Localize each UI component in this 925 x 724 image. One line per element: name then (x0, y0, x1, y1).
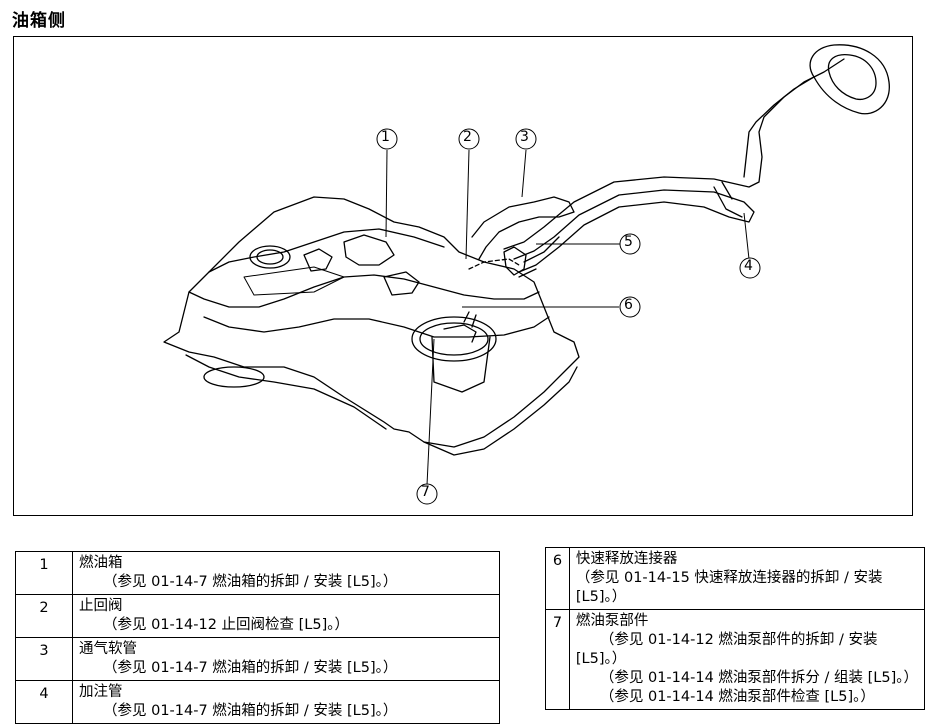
part-reference-link[interactable]: （参见 01-14-7 燃油箱的拆卸 / 安装 [L5]。） (103, 703, 398, 719)
part-reference-link[interactable]: （参见 01-14-14 燃油泵部件拆分 / 组装 [L5]。） (599, 670, 918, 686)
part-number: 1 (15, 551, 73, 595)
parts-table-right: 6 快速释放连接器 （参见 01-14-15 快速释放连接器的拆卸 / 安装 [… (545, 547, 925, 710)
part-name: 止回阀 (79, 598, 123, 614)
part-reference-link-cont[interactable]: [L5]。） (575, 589, 627, 605)
part-number: 7 (545, 609, 570, 710)
part-number: 6 (545, 547, 570, 610)
quick-release-connector (503, 246, 527, 276)
filler-pipe (503, 58, 845, 250)
parts-table-left: 1 燃油箱 （参见 01-14-7 燃油箱的拆卸 / 安装 [L5]。） 2 止… (15, 551, 500, 724)
part-description: 通气软管 （参见 01-14-7 燃油箱的拆卸 / 安装 [L5]。） (72, 637, 500, 681)
part-description: 燃油箱 （参见 01-14-7 燃油箱的拆卸 / 安装 [L5]。） (72, 551, 500, 595)
part-name: 通气软管 (79, 641, 137, 657)
part-number: 4 (15, 680, 73, 724)
part-reference-link[interactable]: （参见 01-14-15 快速释放连接器的拆卸 / 安装 (575, 570, 883, 586)
page-title: 油箱侧 (12, 11, 66, 31)
part-number: 3 (15, 637, 73, 681)
part-reference-link[interactable]: （参见 01-14-14 燃油泵部件检查 [L5]。） (599, 689, 875, 705)
part-name: 燃油泵部件 (575, 613, 649, 629)
fuel-tank-shape (163, 196, 580, 448)
part-reference-link[interactable]: （参见 01-14-12 燃油泵部件的拆卸 / 安装 (599, 632, 878, 648)
part-number: 2 (15, 594, 73, 638)
part-name: 快速释放连接器 (575, 551, 678, 567)
part-reference-link[interactable]: （参见 01-14-7 燃油箱的拆卸 / 安装 [L5]。） (103, 574, 398, 590)
table-row: 1 燃油箱 （参见 01-14-7 燃油箱的拆卸 / 安装 [L5]。） (15, 551, 500, 595)
part-reference-link-cont[interactable]: [L5]。） (575, 651, 627, 667)
part-description: 燃油泵部件 （参见 01-14-12 燃油泵部件的拆卸 / 安装 [L5]。） … (568, 609, 925, 710)
part-reference-link[interactable]: （参见 01-14-12 止回阀检查 [L5]。） (103, 617, 350, 633)
table-row: 2 止回阀 （参见 01-14-12 止回阀检查 [L5]。） (15, 594, 500, 638)
table-row: 3 通气软管 （参见 01-14-7 燃油箱的拆卸 / 安装 [L5]。） (15, 637, 500, 681)
part-name: 加注管 (79, 684, 123, 700)
fuel-pump-unit (411, 311, 497, 393)
part-reference-link[interactable]: （参见 01-14-7 燃油箱的拆卸 / 安装 [L5]。） (103, 660, 398, 676)
table-row: 4 加注管 （参见 01-14-7 燃油箱的拆卸 / 安装 [L5]。） (15, 680, 500, 724)
fuel-tank-diagram (163, 44, 890, 505)
vent-hose (471, 196, 575, 260)
part-description: 加注管 （参见 01-14-7 燃油箱的拆卸 / 安装 [L5]。） (72, 680, 500, 724)
table-row: 7 燃油泵部件 （参见 01-14-12 燃油泵部件的拆卸 / 安装 [L5]。… (545, 609, 925, 710)
diagram-frame: ① ② ③ ④ ⑤ ⑥ ⑦ (13, 36, 913, 516)
table-row: 6 快速释放连接器 （参见 01-14-15 快速释放连接器的拆卸 / 安装 [… (545, 547, 925, 610)
part-description: 快速释放连接器 （参见 01-14-15 快速释放连接器的拆卸 / 安装 [L5… (568, 547, 925, 610)
part-name: 燃油箱 (79, 555, 123, 571)
part-description: 止回阀 （参见 01-14-12 止回阀检查 [L5]。） (72, 594, 500, 638)
